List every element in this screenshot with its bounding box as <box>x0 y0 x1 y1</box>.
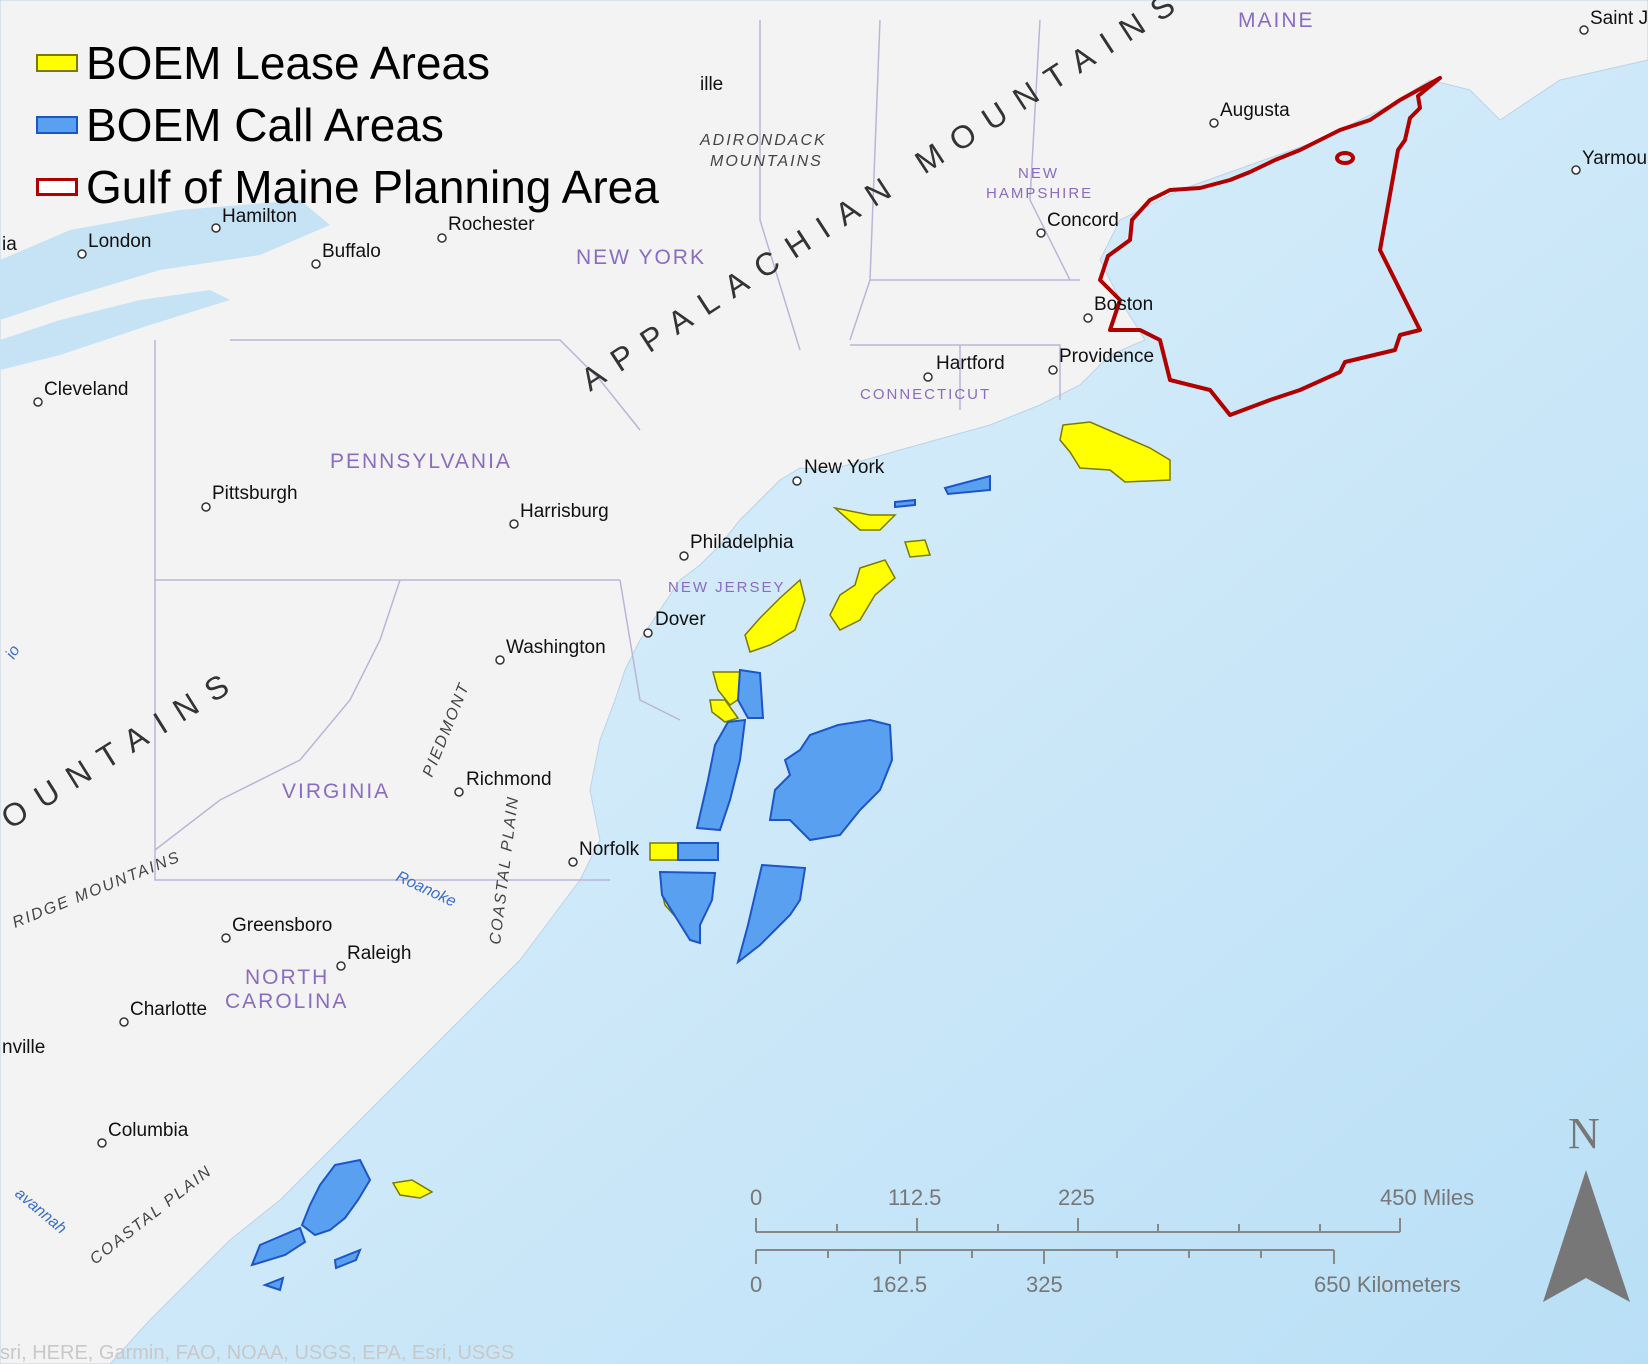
lease-area-md <box>709 699 740 723</box>
state-north: NORTH <box>245 966 329 989</box>
city-richmond: Richmond <box>466 769 552 790</box>
state-labels: MAINE NEW HAMPSHIRE NEW YORK CONNECTICUT… <box>225 9 1315 1013</box>
scale-km-2: 325 <box>1026 1272 1063 1297</box>
city-buffalo: Buffalo <box>322 241 381 262</box>
state-maine: MAINE <box>1238 9 1315 32</box>
legend: BOEM Lease Areas BOEM Call Areas Gulf of… <box>0 28 700 228</box>
call-swatch-icon <box>36 116 78 134</box>
scale-km-3: 650 Kilometers <box>1314 1272 1461 1297</box>
city-providence: Providence <box>1059 346 1154 367</box>
state-new-jersey: NEW JERSEY <box>668 579 786 596</box>
call-area-nc-2 <box>736 863 807 965</box>
city-washington: Washington <box>506 637 606 658</box>
call-area-central-atl-1 <box>695 718 747 832</box>
city-augusta: Augusta <box>1220 100 1290 121</box>
state-connecticut: CONNECTICUT <box>860 386 991 403</box>
scale-km-0: 0 <box>750 1272 762 1297</box>
city-rochester: Rochester <box>448 214 535 235</box>
city-charlotte: Charlotte <box>130 999 207 1020</box>
state-hampshire: HAMPSHIRE <box>986 185 1093 202</box>
city-boston: Boston <box>1094 294 1153 315</box>
state-new: NEW <box>1018 165 1059 182</box>
city-ia: ia <box>2 234 17 255</box>
city-cleveland: Cleveland <box>44 379 129 400</box>
call-area-central-atl-2 <box>768 718 894 842</box>
lease-area-ny-bight-2 <box>903 539 932 558</box>
lake-ontario <box>0 200 330 320</box>
scale-bar: 0 112.5 225 450 Miles 0 162.5 325 650 Ki… <box>750 1185 1474 1297</box>
city-yarmou: Yarmou <box>1582 148 1647 169</box>
scale-mi-1: 112.5 <box>888 1185 941 1210</box>
legend-label-planning: Gulf of Maine Planning Area <box>86 161 659 213</box>
planning-swatch-icon <box>36 178 78 196</box>
city-philadelphia: Philadelphia <box>690 532 794 553</box>
state-new-york: NEW YORK <box>576 246 706 269</box>
adirondack-label-1: ADIRONDACK <box>699 132 827 149</box>
adirondack-label-2: MOUNTAINS <box>710 153 823 170</box>
city-new-york: New York <box>804 457 885 478</box>
scale-mi-2: 225 <box>1058 1185 1095 1210</box>
city-harrisburg: Harrisburg <box>520 501 609 522</box>
scale-mi-0: 0 <box>750 1185 762 1210</box>
state-virginia: VIRGINIA <box>282 780 390 803</box>
call-area-sc-2 <box>250 1226 307 1267</box>
city-norfolk: Norfolk <box>579 839 640 860</box>
city-nville: nville <box>2 1037 45 1058</box>
lake-erie <box>0 290 230 370</box>
city-raleigh: Raleigh <box>347 943 411 964</box>
legend-label-call: BOEM Call Areas <box>86 99 444 151</box>
call-area-md <box>736 668 765 719</box>
north-label: N <box>1568 1109 1600 1158</box>
call-areas[interactable] <box>250 474 991 1292</box>
city-hartford: Hartford <box>936 353 1005 374</box>
city-london: London <box>88 231 151 252</box>
city-markers: Saint J Augusta Yarmou Concord Boston Pr… <box>2 8 1648 1148</box>
north-arrow-icon: N <box>1543 1109 1630 1302</box>
call-area-ny-2 <box>894 498 916 509</box>
city-concord: Concord <box>1047 210 1119 231</box>
call-area-nc-1 <box>658 870 717 945</box>
legend-item-call: BOEM Call Areas <box>36 98 444 152</box>
call-area-sc-1 <box>300 1158 372 1237</box>
call-area-va <box>677 842 719 861</box>
city-saint-j: Saint J <box>1590 8 1648 29</box>
lease-area-nj-2 <box>744 578 806 653</box>
legend-item-planning: Gulf of Maine Planning Area <box>36 160 659 214</box>
lease-swatch-icon <box>36 54 78 72</box>
city-columbia: Columbia <box>108 1120 189 1141</box>
planning-area-island <box>1335 151 1355 165</box>
state-borders <box>154 19 1080 881</box>
attribution: sri, HERE, Garmin, FAO, NOAA, USGS, EPA,… <box>0 1342 515 1364</box>
lease-area-sc <box>391 1179 434 1199</box>
lease-area-ri-ma <box>1059 421 1171 483</box>
state-carolina: CAROLINA <box>225 990 348 1013</box>
state-pennsylvania: PENNSYLVANIA <box>330 450 512 473</box>
lease-area-va <box>649 842 679 861</box>
scale-mi-3: 450 Miles <box>1380 1185 1474 1210</box>
scale-km-1: 162.5 <box>872 1272 927 1297</box>
call-area-ny-1 <box>943 474 991 496</box>
city-ille: ille <box>700 74 723 95</box>
legend-item-lease: BOEM Lease Areas <box>36 36 490 90</box>
lease-area-nj-1 <box>829 559 896 631</box>
legend-label-lease: BOEM Lease Areas <box>86 37 490 89</box>
lease-area-ny-bight-1 <box>832 506 897 531</box>
call-area-sc-4 <box>262 1276 285 1292</box>
gulf-of-maine-planning-area[interactable] <box>1098 76 1442 417</box>
city-pittsburgh: Pittsburgh <box>212 483 298 504</box>
call-area-sc-3 <box>333 1248 362 1270</box>
city-dover: Dover <box>655 609 706 630</box>
city-greensboro: Greensboro <box>232 915 332 936</box>
city-hamilton: Hamilton <box>222 206 297 227</box>
